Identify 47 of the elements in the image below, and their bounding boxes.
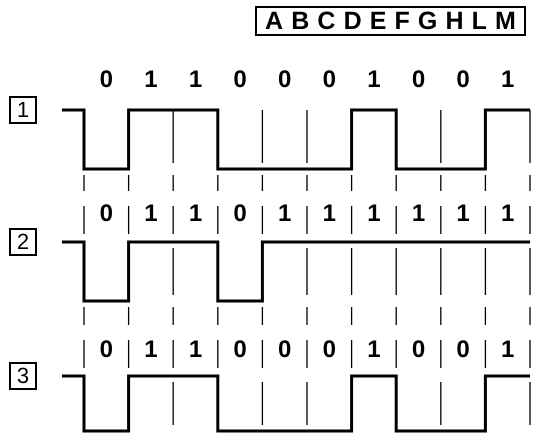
column-letter: D bbox=[344, 8, 362, 34]
bit-value: 0 bbox=[455, 338, 471, 362]
row-number-box bbox=[9, 96, 37, 124]
bit-value: 1 bbox=[277, 202, 292, 226]
bit-value: 0 bbox=[98, 202, 114, 226]
bit-value: 1 bbox=[188, 202, 204, 226]
bit-value: 1 bbox=[366, 202, 382, 226]
bit-value: 0 bbox=[277, 68, 292, 92]
bit-value: 0 bbox=[232, 202, 248, 226]
bit-value: 1 bbox=[500, 68, 516, 92]
bit-value: 1 bbox=[188, 68, 204, 92]
bit-value: 0 bbox=[410, 338, 426, 362]
bit-value: 1 bbox=[143, 68, 159, 92]
column-letter: B bbox=[291, 8, 310, 34]
column-letter: L bbox=[472, 8, 487, 34]
bit-value: 1 bbox=[500, 338, 516, 362]
bit-value: 1 bbox=[188, 338, 204, 362]
bit-value: 0 bbox=[322, 338, 337, 362]
bit-value: 0 bbox=[277, 338, 292, 362]
column-letter: H bbox=[445, 8, 464, 34]
bit-value: 1 bbox=[143, 202, 159, 226]
bit-value: 1 bbox=[366, 68, 382, 92]
column-letter: G bbox=[418, 8, 438, 34]
bit-value: 0 bbox=[98, 68, 114, 92]
letter-header-box bbox=[255, 6, 526, 36]
row-number: 3 bbox=[16, 365, 30, 387]
row-number: 1 bbox=[16, 99, 30, 121]
column-letter: A bbox=[265, 8, 284, 34]
bit-value: 1 bbox=[322, 202, 337, 226]
bit-value: 1 bbox=[410, 202, 426, 226]
bit-value: 0 bbox=[98, 338, 114, 362]
column-letter: M bbox=[495, 8, 516, 34]
row-number: 2 bbox=[16, 231, 30, 253]
row-number-box bbox=[9, 362, 37, 390]
column-letter: E bbox=[370, 8, 386, 34]
bit-value: 0 bbox=[232, 338, 248, 362]
bit-value: 1 bbox=[366, 338, 382, 362]
bit-value: 0 bbox=[322, 68, 337, 92]
bit-value: 1 bbox=[143, 338, 159, 362]
bit-value: 0 bbox=[410, 68, 426, 92]
bit-value: 1 bbox=[500, 202, 516, 226]
bit-value: 1 bbox=[455, 202, 471, 226]
column-letter: C bbox=[317, 8, 336, 34]
column-letter: F bbox=[394, 8, 410, 34]
bit-value: 0 bbox=[455, 68, 471, 92]
row-number-box bbox=[9, 228, 37, 256]
bit-value: 0 bbox=[232, 68, 248, 92]
